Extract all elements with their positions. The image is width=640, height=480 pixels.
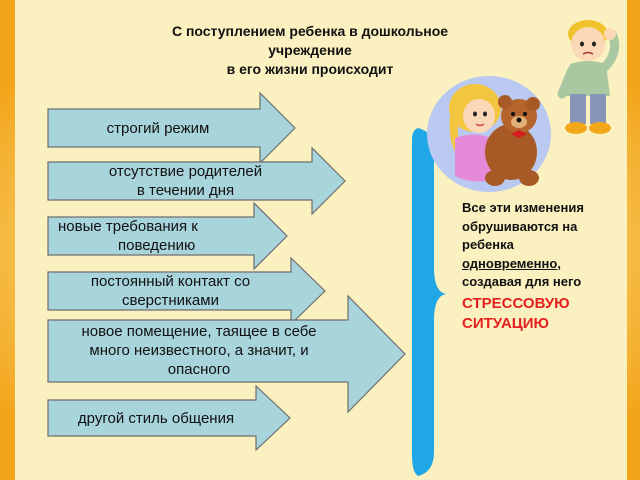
conclusion-underlined: одновременно bbox=[462, 255, 558, 271]
conclusion-text: Все эти изменения обрушиваются на ребенк… bbox=[462, 199, 612, 334]
arrow-label: строгий режим bbox=[58, 119, 258, 138]
arrow-label-line: в течении дня bbox=[136, 182, 235, 199]
arrow-label: новые требования к поведению bbox=[52, 217, 258, 255]
arrow-shape bbox=[47, 146, 346, 216]
crying-boy-illustration bbox=[557, 20, 620, 134]
stress-situation-highlight: СТРЕССОВУЮ СИТУАЦИЮ bbox=[462, 294, 570, 332]
arrow-shape bbox=[47, 201, 288, 271]
arrow-label: другой стиль общения bbox=[56, 409, 256, 428]
arrow-label: отсутствие родителей в течении дня bbox=[63, 162, 308, 200]
conclusion-part: Все эти изменения обрушиваются на ребенк… bbox=[462, 200, 584, 252]
slide-title: С поступлением ребенка в дошкольное учре… bbox=[110, 22, 510, 79]
arrow-label-line: сверстниками bbox=[122, 292, 219, 309]
title-line: С поступлением ребенка в дошкольное bbox=[171, 23, 449, 39]
arrow-label-line: новые требования к bbox=[58, 218, 198, 235]
arrow-label: постоянный контакт со сверстниками bbox=[48, 272, 293, 310]
title-line: в его жизни происходит bbox=[226, 61, 394, 77]
arrow-label-line: строгий режим bbox=[106, 120, 210, 137]
arrow-label: новое помещение, таящее в себе много неи… bbox=[54, 322, 344, 379]
arrow-shape bbox=[47, 91, 296, 165]
arrow-label-line: много неизвестного, а значит, и bbox=[89, 342, 309, 359]
girl-with-teddy-illustration bbox=[427, 76, 551, 192]
arrow-label-line: опасного bbox=[167, 361, 231, 378]
arrow-shape bbox=[47, 256, 326, 326]
arrow-shape bbox=[47, 294, 406, 414]
arrow-label-line: новое помещение, таящее в себе bbox=[81, 323, 317, 340]
arrow-label-line: другой стиль общения bbox=[77, 410, 235, 427]
arrow-shape bbox=[47, 384, 291, 452]
arrow-label-line: постоянный контакт со bbox=[90, 273, 251, 290]
conclusion-part: , создавая для него bbox=[462, 255, 582, 290]
title-line: учреждение bbox=[268, 42, 352, 58]
arrow-label-line: поведению bbox=[118, 237, 196, 254]
curly-bracket bbox=[412, 128, 446, 476]
arrow-label-line: отсутствие родителей bbox=[108, 163, 263, 180]
